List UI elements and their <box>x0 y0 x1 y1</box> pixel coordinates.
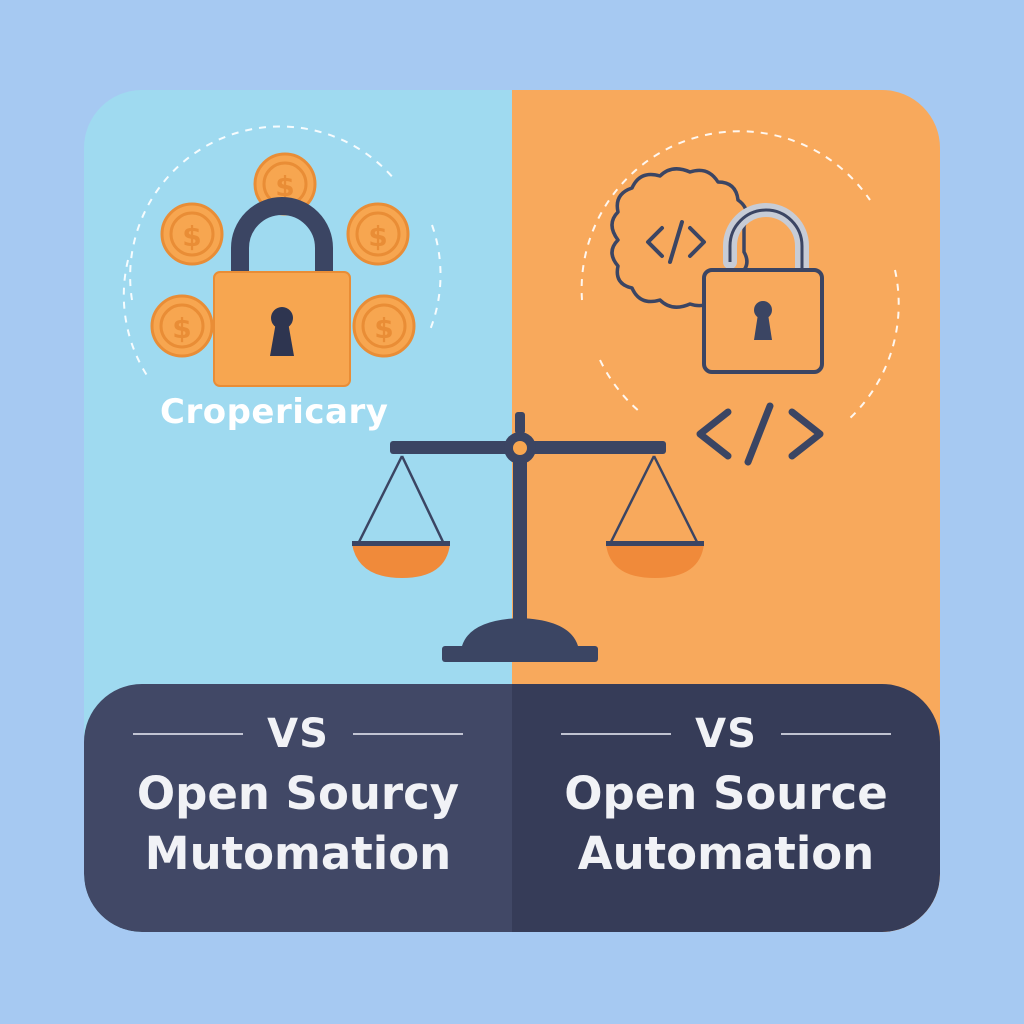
svg-text:$: $ <box>182 220 201 253</box>
proprietary-label: Cropericary <box>160 392 400 432</box>
padlock-unlocked-icon <box>704 210 822 372</box>
code-brackets-icon <box>700 406 820 462</box>
padlock-locked-icon <box>214 206 350 386</box>
svg-text:$: $ <box>172 312 191 345</box>
coin-icon: $ <box>152 296 212 356</box>
coin-icon: $ <box>348 204 408 264</box>
svg-text:$: $ <box>374 312 393 345</box>
balance-scale-icon <box>352 412 704 662</box>
svg-text:$: $ <box>368 220 387 253</box>
coin-icon: $ <box>162 204 222 264</box>
coin-icon: $ <box>354 296 414 356</box>
